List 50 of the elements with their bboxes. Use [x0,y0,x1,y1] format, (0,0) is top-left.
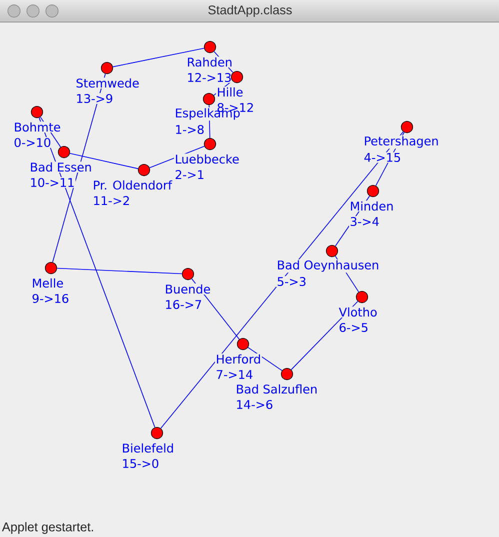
city-name: Hille [218,87,243,97]
route-label: 3->4 [350,216,379,226]
tour-line [334,256,360,292]
tour-line [191,278,240,340]
tour-line [38,117,156,428]
city-name: Minden [350,201,393,211]
tour-line [214,51,234,73]
route-label: 13->9 [77,94,112,104]
city-name: Bad Essen [30,162,91,172]
route-label: 16->7 [166,300,202,310]
city-name: Bad Salzuflen [236,384,317,394]
tour-line [208,104,210,138]
route-label: 6->5 [340,322,368,332]
city-name: Stemwede [76,78,139,88]
tour-line [290,300,358,370]
route-label: 1->8 [176,124,204,134]
route-label: 5->3 [278,276,306,286]
city-name: Bohmte [14,122,60,132]
tour-line [52,73,106,263]
route-label: 2->1 [176,170,204,179]
tour-line [149,146,205,168]
city-name: Bad Oeynhausen [278,260,378,272]
route-label: 15->0 [123,458,158,468]
route-label: 4->15 [364,153,400,162]
tour-line [335,196,370,246]
route-label: 11->2 [94,196,129,205]
city-name: Rahden [188,57,232,67]
tour-line [70,152,138,170]
tour-line [375,132,405,186]
tour-line [112,48,204,68]
route-label: 0->10 [14,138,50,148]
route-label: 14->6 [237,400,272,410]
city-name: Melle [32,278,63,288]
city-name: Buende [166,284,210,294]
city-name: Bielefeld [122,443,173,453]
tour-line [160,131,404,429]
route-label: 10->11 [31,178,74,188]
city-name: Petershagen [364,136,438,148]
route-label: 9->16 [32,294,68,304]
route-label: 7->14 [216,370,252,379]
city-name: Herford [216,354,260,364]
city-name: Vlotho [338,307,377,317]
route-label: 12->13 [188,72,231,82]
tour-line [56,268,182,274]
city-name: Luebbecke [176,154,239,164]
tour-line [248,347,282,371]
status-text: Applet gestartet. [2,522,93,534]
tour-line [40,116,61,148]
title-bar: StadtApp.class [0,5,499,22]
city-name: Pr. Oldendorf [94,180,172,190]
